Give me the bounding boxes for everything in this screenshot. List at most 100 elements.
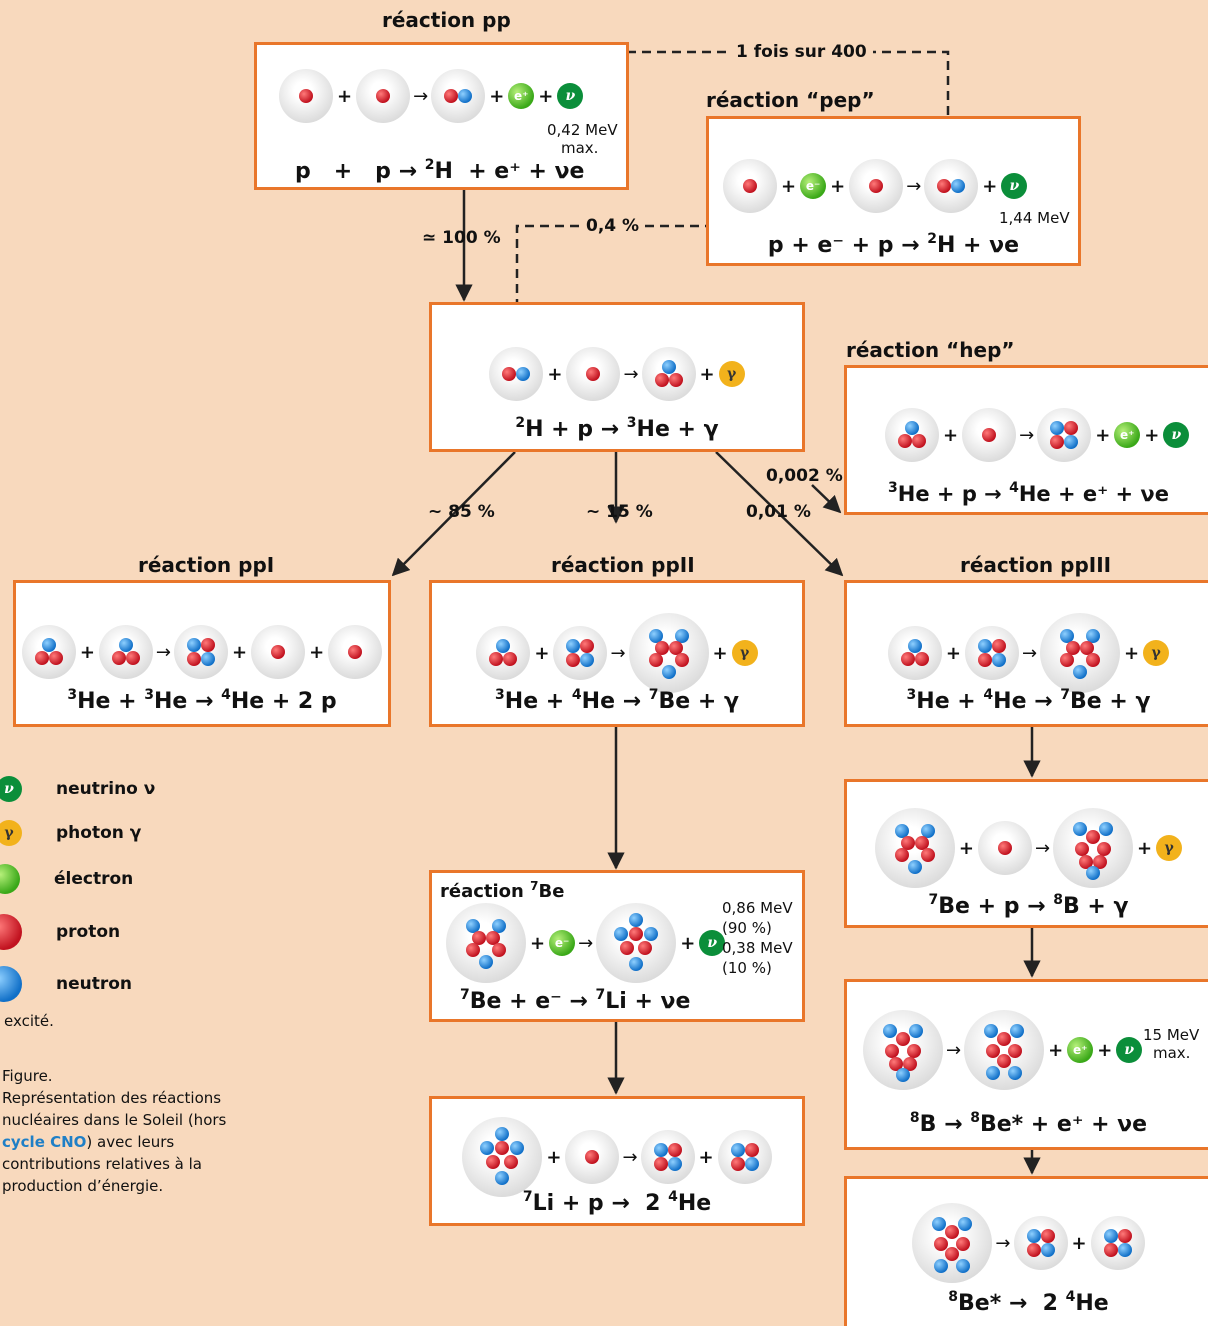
plus-sign: +: [309, 641, 325, 663]
energy-pp: 0,42 MeV: [547, 121, 618, 139]
arrow-sign: →: [413, 85, 429, 107]
ppI-particles: + → + +: [16, 625, 388, 679]
legend-neutrino: ν neutrino ν: [0, 776, 155, 802]
beryllium7-atom: [446, 903, 526, 983]
title-ppII: réaction ppII: [551, 553, 695, 577]
photon-icon: γ: [731, 640, 758, 666]
pep-particles: + e⁻ + → + ν: [723, 159, 1078, 213]
photon-icon: γ: [718, 361, 745, 387]
be8-particles: → +: [847, 1203, 1208, 1283]
plus-sign: +: [1144, 424, 1160, 446]
plus-sign: +: [547, 363, 563, 385]
box-ppIII: + → + γ 3He + 4He → 7Be + γ: [844, 580, 1208, 727]
neutrino-icon: ν: [1116, 1037, 1143, 1063]
legend-neutron: neutron: [0, 966, 132, 1002]
helium4-atom: [174, 625, 228, 679]
plus-sign: +: [830, 175, 846, 197]
equation-ppIII: 3He + 4He → 7Be + γ: [906, 687, 1151, 714]
equation-be7p: 7Be + p → 8B + γ: [928, 892, 1129, 919]
deuterium-atom: [924, 159, 979, 213]
pct-be7-2: (10 %): [722, 959, 772, 977]
helium4-atom: [717, 1130, 772, 1184]
figure-caption: Figure. Représentation des réactions nuc…: [2, 1065, 262, 1197]
photon-icon: γ: [1156, 835, 1183, 861]
plus-sign: +: [680, 932, 696, 954]
energy-b8: 15 MeV: [1143, 1026, 1200, 1044]
title-ppIII: réaction ppIII: [960, 553, 1112, 577]
plus-sign: +: [1097, 1039, 1113, 1061]
lithium7-atom: [596, 903, 677, 983]
proton-atom: [251, 625, 306, 679]
arrow-sign: →: [155, 641, 171, 663]
helium4-atom: [553, 626, 608, 680]
helium4-atom: [1037, 408, 1092, 462]
photon-icon: γ: [1143, 640, 1170, 666]
positron-icon: e⁺: [1067, 1037, 1094, 1063]
energy-be7-2: 0,38 MeV: [722, 939, 793, 957]
plus-sign: +: [699, 363, 715, 385]
arrow-sign: →: [1021, 642, 1038, 664]
arrow-sign: →: [610, 642, 626, 664]
plus-sign: +: [1124, 642, 1140, 664]
neutrino-icon: ν: [0, 776, 22, 802]
helium3-atom: [98, 625, 153, 679]
title-be7: réaction 7Be: [440, 879, 565, 902]
box-h2p: + → + γ 2H + p → 3He + γ: [429, 302, 805, 452]
hep-particles: + → + e⁺ + ν: [885, 408, 1208, 462]
helium4-atom: [1090, 1216, 1145, 1270]
box-hep: + → + e⁺ + ν 3He + p → 4He + e⁺ + νe: [844, 365, 1208, 515]
helium3-atom: [476, 626, 531, 680]
plus-sign: +: [958, 837, 974, 859]
plus-sign: +: [534, 642, 550, 664]
plus-sign: +: [945, 642, 961, 664]
pct-be7-1: (90 %): [722, 919, 772, 937]
caption-text-end: ) avec leurs contributions relatives à l…: [2, 1133, 202, 1195]
positron-icon: e⁺: [1114, 422, 1141, 448]
plus-sign: +: [712, 642, 728, 664]
arrow-sign: →: [1034, 837, 1051, 859]
helium4-atom: [1013, 1216, 1068, 1270]
proton-atom: [565, 1130, 620, 1184]
lithium7-atom: [462, 1117, 543, 1197]
energy-be7-1: 0,86 MeV: [722, 899, 793, 917]
arrow-sign: →: [995, 1232, 1011, 1254]
equation-pep: p + e⁻ + p → 2H + νe: [767, 231, 1020, 258]
cycle-cno-link[interactable]: cycle CNO: [2, 1133, 87, 1151]
box-ppII: + → + γ 3He + 4He → 7Be + γ: [429, 580, 805, 727]
box-be8: → + 8Be* → 2 4He: [844, 1176, 1208, 1326]
plus-sign: +: [489, 85, 505, 107]
box-b8: → + e⁺ + ν 15 MeV max. 8B → 8Be* + e⁺ + …: [844, 979, 1208, 1150]
label-one-in-400: 1 fois sur 400: [730, 42, 873, 62]
legend-photon: γ photon γ: [0, 820, 141, 846]
proton-atom: [962, 408, 1017, 462]
li7-particles: + → +: [432, 1117, 802, 1197]
arrow-sign: →: [623, 363, 639, 385]
legend-label: photon γ: [56, 823, 142, 843]
proton-atom: [328, 625, 383, 679]
arrow-sign: →: [1019, 424, 1035, 446]
beryllium8-atom: [912, 1203, 993, 1283]
plus-sign: +: [982, 175, 998, 197]
proton-atom: [279, 69, 333, 123]
legend: ν neutrino ν γ photon γ électron proton …: [0, 770, 260, 1010]
plus-sign: +: [943, 424, 959, 446]
electron-icon: e⁻: [549, 930, 576, 956]
plus-sign: +: [781, 175, 797, 197]
energy-pep: 1,44 MeV: [999, 209, 1070, 227]
ppII-particles: + → + γ: [432, 613, 802, 693]
boron8-atom: [1053, 808, 1134, 888]
label-ppIII-frac: 0,01 %: [746, 502, 811, 522]
equation-hep: 3He + p → 4He + e⁺ + νe: [888, 480, 1169, 506]
title-pp: réaction pp: [382, 8, 511, 32]
proton-atom: [977, 821, 1032, 875]
box-li7: + → + 7Li + p → 2 4He: [429, 1096, 805, 1226]
h2p-particles: + → + γ: [432, 347, 802, 401]
title-pep: réaction “pep”: [706, 88, 875, 112]
proton-atom: [566, 347, 621, 401]
box-ppI: + → + + 3He + 3He → 4He + 2 p: [13, 580, 391, 727]
proton-icon: [0, 914, 22, 950]
proton-atom: [849, 159, 904, 213]
beryllium8-atom: [964, 1010, 1045, 1090]
plus-sign: +: [546, 1146, 562, 1168]
